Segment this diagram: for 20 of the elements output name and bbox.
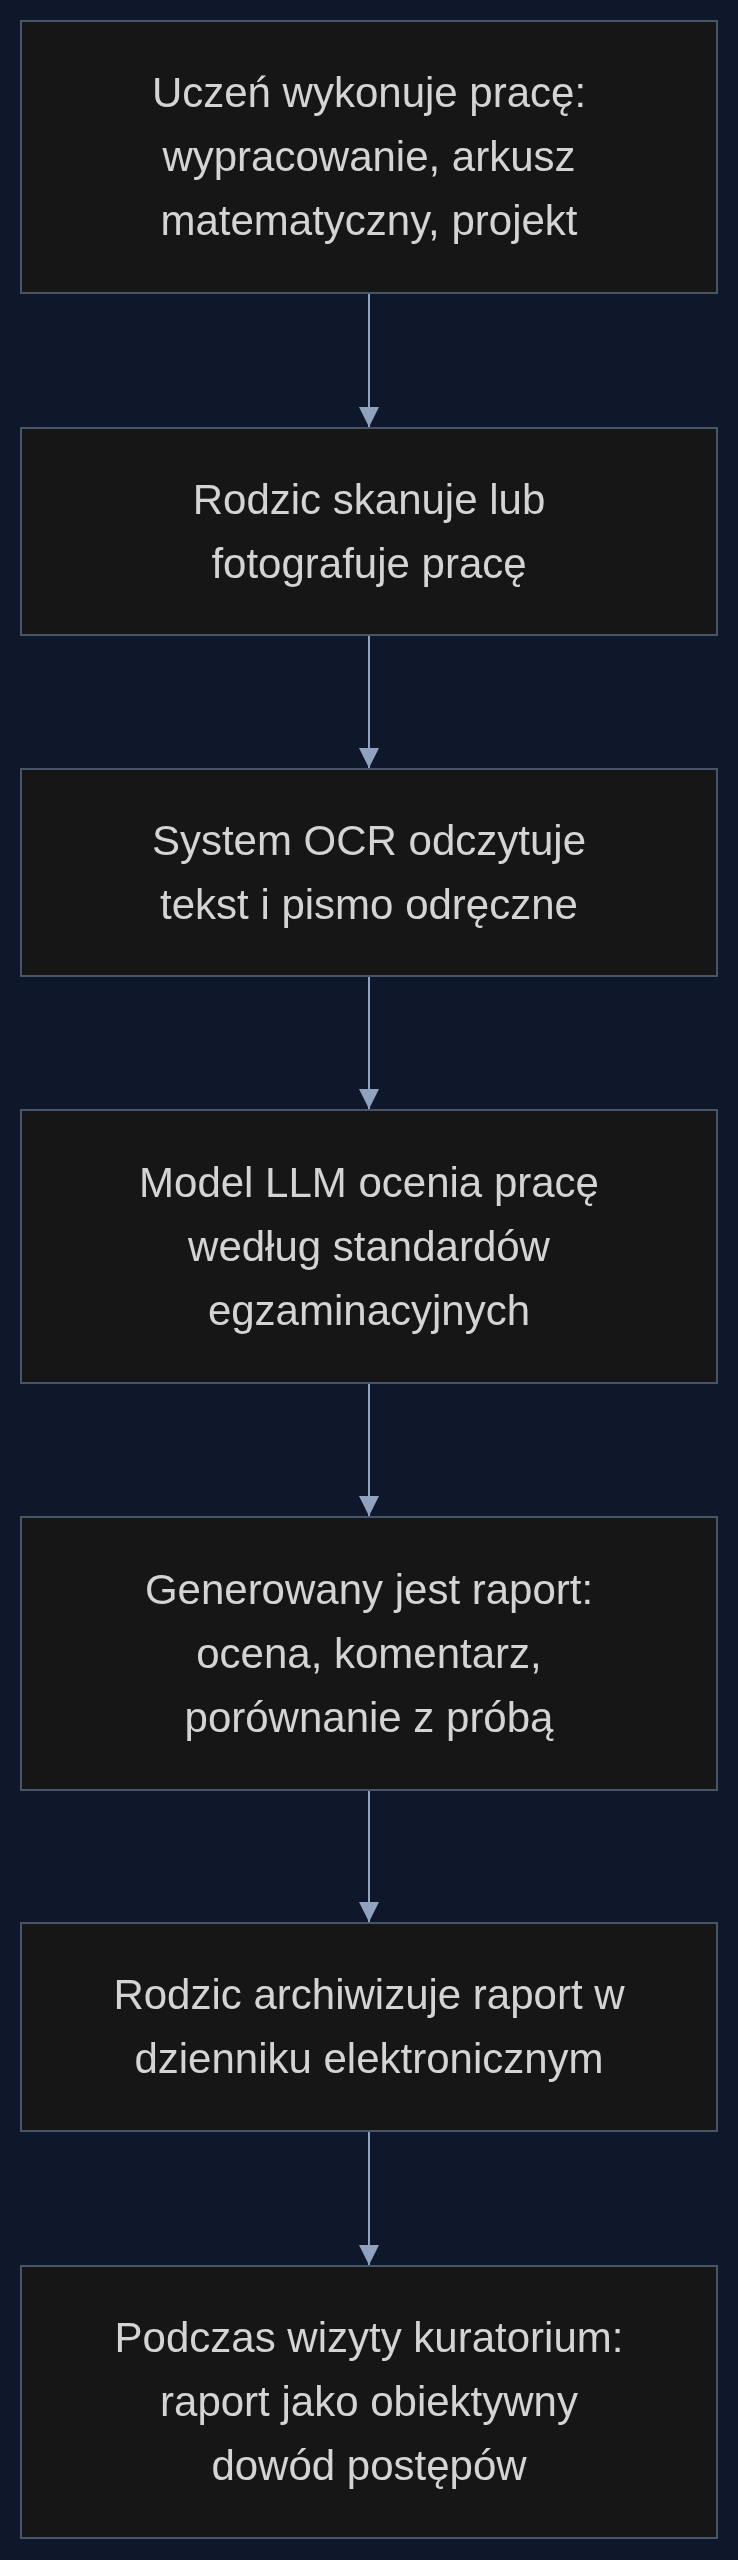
step-text: Rodzic skanuje lub fotografuje pracę	[191, 474, 547, 589]
process-box	[20, 768, 718, 977]
step-text: Generowany jest raport: ocena, komentarz, porównanie z próbą	[143, 1564, 595, 1743]
arrow	[359, 976, 379, 1110]
step-text: Podczas wizyty kuratorium: raport jako obiektywny dowód postępów	[113, 2313, 625, 2491]
step-text: System OCR odczytuje tekst i pismo odręczne	[150, 815, 588, 930]
arrow	[359, 2131, 379, 2266]
arrow	[359, 635, 379, 769]
arrow	[359, 1790, 379, 1923]
step-text: Rodzic archiwizuje raport w dzienniku elektronicznym	[112, 1970, 626, 2084]
arrow	[359, 1383, 379, 1517]
step-text: Uczeń wykonuje pracę: wypracowanie, arkusz matematyczny, projekt	[150, 68, 588, 246]
process-box	[20, 1922, 718, 2132]
process-box	[20, 2265, 718, 2539]
process-box	[20, 1109, 718, 1384]
step-text: Model LLM ocenia pracę według standardów egzaminacyjnych	[138, 1157, 600, 1336]
process-box	[20, 20, 718, 294]
process-box	[20, 427, 718, 636]
process-box	[20, 1516, 718, 1791]
arrow	[359, 293, 379, 428]
